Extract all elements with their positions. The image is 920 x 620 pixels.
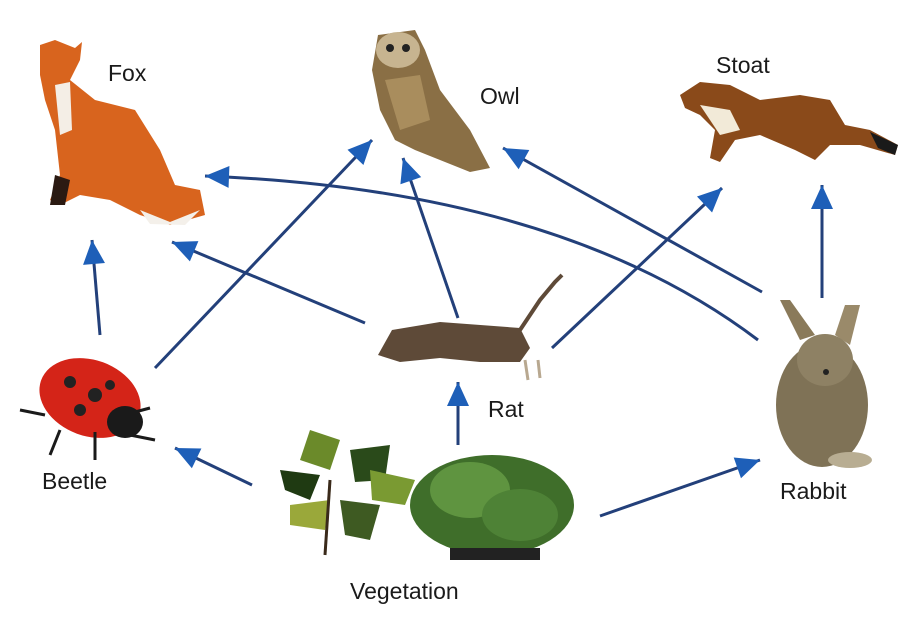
- arrow-rat-to-fox: [171, 240, 366, 325]
- owl-image: [372, 30, 490, 172]
- arrowhead-vegetation-to-beetle: [175, 448, 202, 469]
- vegetation-image: [280, 430, 574, 560]
- rabbit-image: [776, 300, 872, 468]
- arrow-rat-to-owl: [401, 157, 460, 319]
- fox-image: [40, 40, 205, 225]
- arrowhead-vegetation-to-rat: [447, 382, 469, 406]
- label-stoat: Stoat: [716, 52, 770, 78]
- arrow-vegetation-to-rabbit: [599, 458, 761, 518]
- label-rat: Rat: [488, 396, 524, 422]
- arrows-layer: [83, 138, 833, 518]
- arrowhead-rabbit-to-stoat: [811, 185, 833, 209]
- stoat-image: [680, 82, 898, 162]
- arrowhead-rabbit-to-fox: [205, 165, 230, 188]
- label-vegetation: Vegetation: [350, 578, 459, 604]
- arrowhead-beetle-to-fox: [83, 240, 105, 265]
- label-beetle: Beetle: [42, 468, 108, 494]
- label-owl: Owl: [480, 83, 520, 109]
- arrowhead-vegetation-to-rabbit: [733, 457, 760, 479]
- arrow-rabbit-to-fox: [204, 174, 759, 342]
- label-fox: Fox: [108, 60, 147, 86]
- arrowhead-rat-to-owl: [400, 158, 422, 185]
- label-rabbit: Rabbit: [780, 478, 847, 504]
- arrowhead-beetle-to-owl: [347, 140, 372, 165]
- arrowhead-rat-to-fox: [172, 241, 199, 262]
- arrowhead-rabbit-to-owl: [503, 148, 530, 170]
- arrowhead-rat-to-stoat: [696, 188, 722, 213]
- beetle-image: [19, 358, 156, 460]
- arrow-beetle-to-owl: [153, 138, 374, 370]
- rat-image: [378, 273, 564, 381]
- arrow-rabbit-to-owl: [502, 146, 763, 294]
